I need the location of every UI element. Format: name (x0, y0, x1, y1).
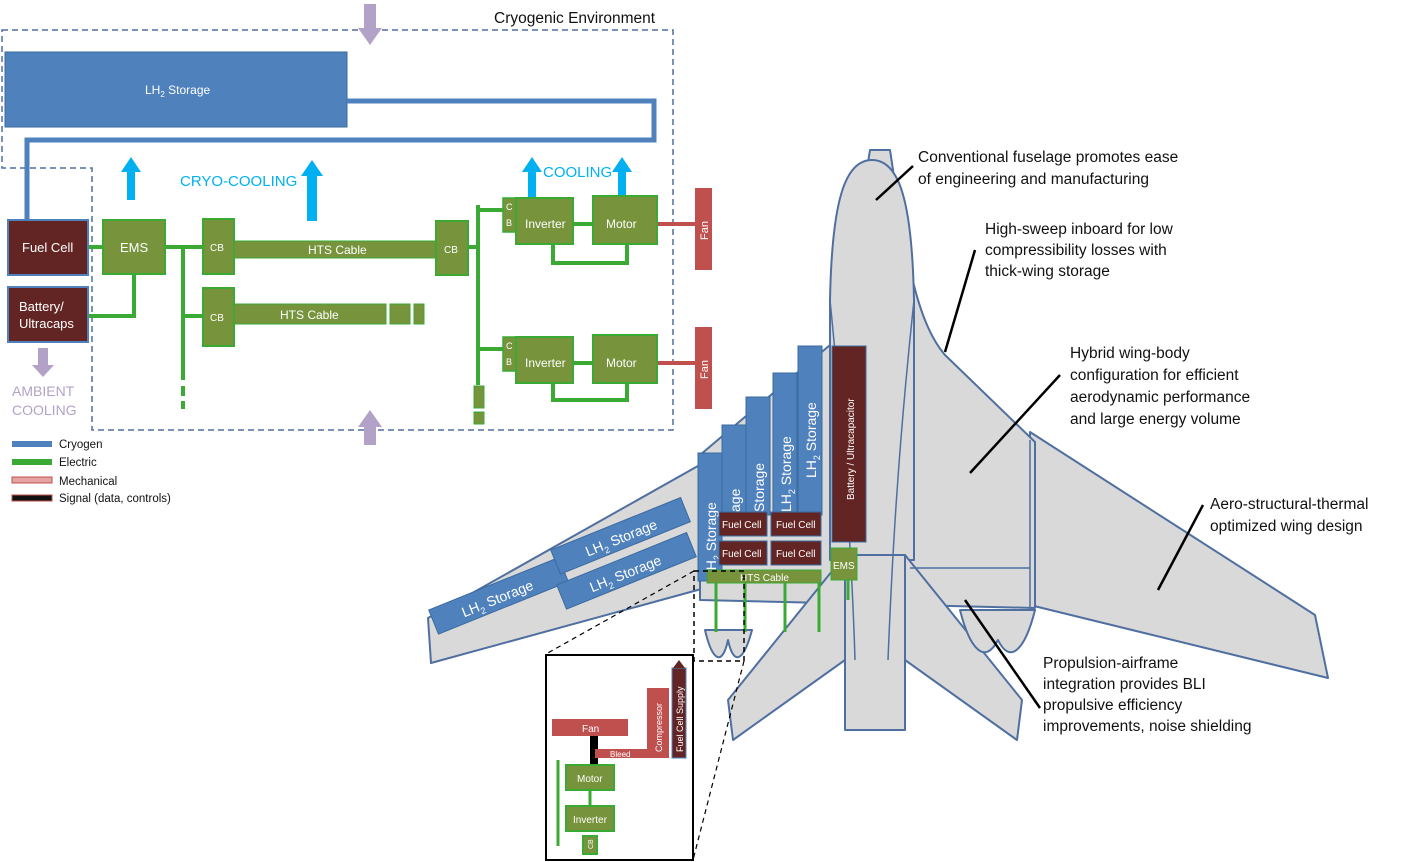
svg-text:Motor: Motor (606, 217, 637, 231)
inverter-block-2: Inverter (515, 336, 574, 384)
svg-text:Fuel Cell: Fuel Cell (722, 549, 761, 560)
svg-text:B: B (506, 218, 512, 228)
wing-tanks: LH2 Storage LH2 Storage LH2 Storage (428, 496, 697, 635)
svg-text:Inverter: Inverter (525, 356, 566, 370)
body-tank-4 (772, 372, 798, 516)
battery-ultracapacitor: Battery / Ultracapacitor (831, 345, 867, 543)
svg-text:Fuel Cell: Fuel Cell (776, 549, 815, 560)
legend-swatch-electric (12, 459, 52, 465)
motor-block-2: Motor (592, 334, 658, 384)
body-tank-2 (721, 424, 747, 516)
legend-label-electric: Electric (59, 457, 97, 469)
hts-cable-2: HTS Cable (233, 303, 387, 325)
svg-text:CB: CB (444, 245, 458, 256)
svg-text:Inverter: Inverter (573, 815, 608, 826)
legend-label-signal: Signal (data, controls) (59, 493, 171, 505)
fan-block-1: Fan (695, 188, 712, 270)
legend: Cryogen Electric Mechanical Signal (data… (11, 439, 171, 505)
svg-text:EMS: EMS (833, 561, 855, 572)
lh2-storage-main-label: LH2 Storage (145, 83, 210, 99)
aircraft-ems: EMS (830, 547, 858, 581)
svg-text:C: C (506, 202, 513, 212)
fan-block-2: Fan (695, 327, 712, 409)
legend-label-mechanical: Mechanical (59, 476, 117, 488)
ambient-arrows (32, 4, 382, 445)
ems-block: EMS (102, 219, 166, 275)
annotation-hybrid-wing: Hybrid wing-body configuration for effic… (1070, 345, 1254, 428)
svg-text:C: C (506, 341, 513, 351)
cryogenic-boundary (1, 29, 674, 431)
svg-text:Fan: Fan (699, 360, 711, 379)
svg-text:CB: CB (210, 243, 224, 254)
legend-swatch-signal (11, 494, 53, 502)
detail-zoom: Fan Bleed Compressor Fuel Cell Supply Mo… (545, 570, 745, 861)
cb-small-1: C B (502, 197, 517, 233)
cb-small-2: C B (502, 336, 517, 372)
svg-text:Bleed: Bleed (610, 750, 630, 759)
body-tanks: LH2 Storage age Storage LH2 Storage LH2 … (697, 345, 823, 582)
legend-swatch-mechanical (11, 476, 53, 484)
wing-tank-2-rect (550, 496, 691, 575)
annotation-lines (875, 165, 1205, 709)
legend-swatch-cryogen (12, 441, 52, 447)
annotation-propulsion: Propulsion-airframe integration provides… (1043, 655, 1252, 735)
cryogenic-title: Cryogenic Environment (494, 10, 656, 27)
cooling-arrows (121, 157, 632, 221)
annotation-fuselage: Conventional fuselage promotes ease of e… (918, 149, 1183, 188)
svg-text:Fuel Cell Supply: Fuel Cell Supply (675, 686, 685, 752)
svg-text:HTS Cable: HTS Cable (740, 573, 789, 584)
svg-text:Motor: Motor (606, 356, 637, 370)
ambient-cooling-label: AMBIENT COOLING (12, 383, 78, 418)
cryogen-pipes (24, 98, 657, 220)
svg-text:Battery/Ultracaps: Battery/Ultracaps (19, 299, 74, 331)
annotation-wing-design: Aero-structural-thermal optimized wing d… (1210, 496, 1373, 535)
wing-tank-3-rect (556, 531, 697, 610)
body-tank-5-label: LH2 Storage (803, 402, 822, 478)
svg-text:Motor: Motor (577, 774, 603, 785)
svg-text:Fan: Fan (699, 221, 711, 240)
inverter-block-1: Inverter (515, 197, 574, 245)
aircraft-fuel-cells: Fuel Cell Fuel Cell Fuel Cell Fuel Cell (718, 511, 822, 566)
body-tank-4-label: LH2 Storage (778, 436, 797, 512)
cooling-label: COOLING (543, 164, 612, 181)
body-tank-1 (697, 452, 723, 582)
motor-block-1: Motor (592, 195, 658, 245)
fuel-cell-block: Fuel Cell (7, 219, 89, 276)
svg-text:Inverter: Inverter (525, 217, 566, 231)
mechanical-lines (657, 222, 695, 365)
svg-text:Fuel Cell: Fuel Cell (722, 520, 761, 531)
svg-text:B: B (506, 357, 512, 367)
svg-text:Battery / Ultracapacitor: Battery / Ultracapacitor (846, 398, 857, 500)
aircraft-silhouette (427, 149, 1329, 741)
svg-text:CB: CB (210, 313, 224, 324)
battery-block: Battery/Ultracaps (7, 286, 89, 343)
electric-dash-segments (181, 303, 485, 425)
body-tank-2-label: age (727, 488, 743, 512)
svg-text:Fuel Cell: Fuel Cell (776, 520, 815, 531)
svg-text:Compressor: Compressor (654, 703, 664, 752)
hts-cable-1: HTS Cable (233, 240, 437, 259)
aircraft-hts-cable: HTS Cable (706, 569, 850, 632)
cryo-cooling-label: CRYO-COOLING (180, 173, 297, 190)
electric-lines (88, 205, 629, 402)
body-tank-3-label: Storage (751, 463, 767, 512)
svg-text:HTS Cable: HTS Cable (308, 243, 367, 257)
svg-text:CB: CB (588, 839, 595, 849)
svg-text:EMS: EMS (120, 240, 149, 255)
svg-text:HTS Cable: HTS Cable (280, 308, 339, 322)
cb-block-3: CB (202, 287, 235, 347)
cb-block-2: CB (435, 220, 469, 276)
legend-label-cryogen: Cryogen (59, 439, 102, 451)
svg-text:Fuel Cell: Fuel Cell (22, 240, 73, 255)
cb-block-1: CB (202, 218, 235, 275)
svg-text:Fan: Fan (582, 724, 599, 735)
annotation-inboard: High-sweep inboard for low compressibili… (985, 221, 1177, 280)
lh2-storage-main (4, 51, 348, 128)
